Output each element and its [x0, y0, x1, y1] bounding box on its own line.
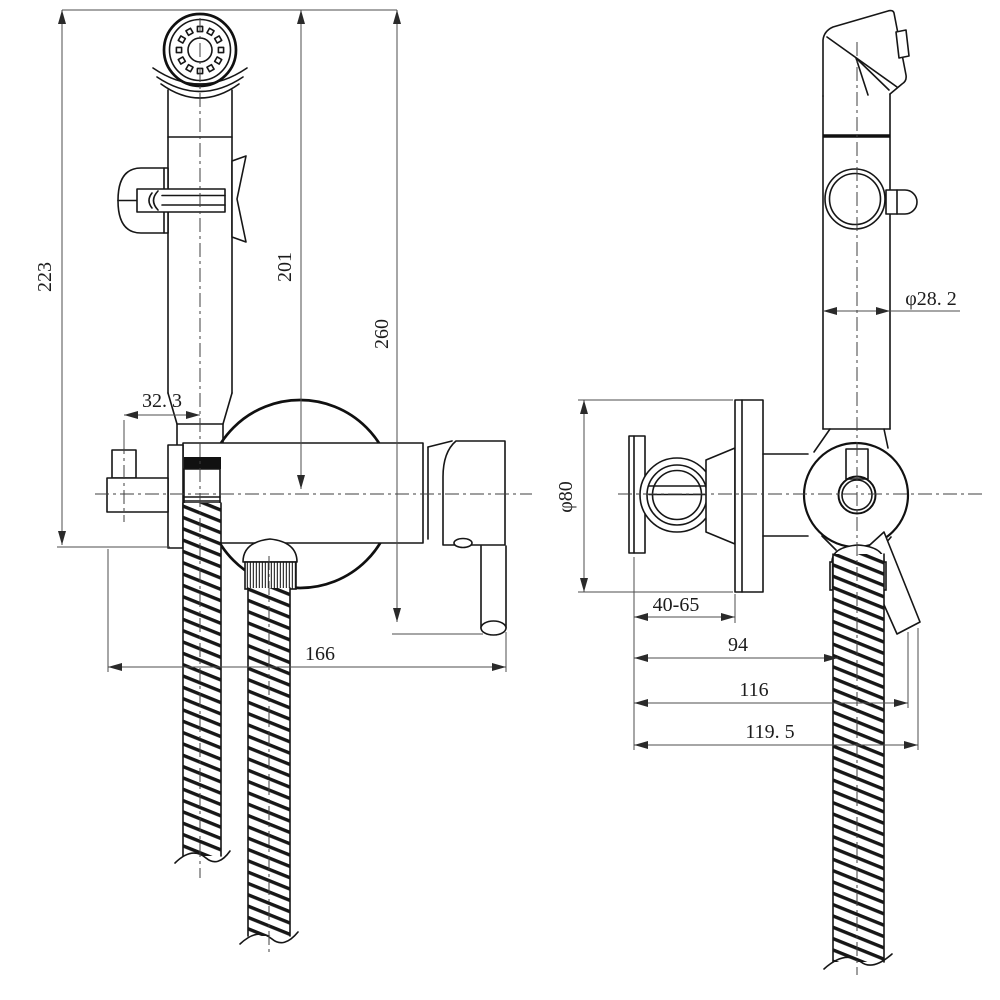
bracket-ring-side [824, 168, 918, 230]
bracket-pin-side [885, 189, 918, 215]
hose-break-line [239, 931, 299, 945]
handle-block [442, 440, 506, 546]
seal-band [184, 457, 221, 469]
shower-hose-right [239, 587, 299, 945]
hose-nut-knurl [244, 561, 297, 590]
dim-116-label: 116 [739, 679, 768, 701]
hose-break-line [823, 953, 893, 970]
dim-223-label: 223 [34, 262, 56, 292]
inlet-cone [705, 447, 736, 545]
dim-phi-28-2-label: φ28. 2 [905, 288, 957, 310]
bracket-cone [231, 155, 247, 243]
wall-plate-side [734, 399, 809, 593]
shower-hose-left [174, 502, 231, 864]
dim-166-label: 166 [305, 643, 335, 665]
front-view [106, 12, 507, 945]
sprayer-tube-front [167, 89, 233, 446]
sprayer-head-side [822, 9, 910, 97]
dim-119-5-label: 119. 5 [745, 721, 794, 743]
flange-plate [167, 444, 184, 549]
dim-260-label: 260 [371, 319, 393, 349]
outlet-block [106, 477, 169, 513]
dim-40-65-label: 40-65 [653, 594, 700, 616]
wall-bracket-front [117, 155, 247, 243]
bracket-pin [136, 188, 226, 213]
hose-break-line [174, 850, 231, 864]
dim-201-label: 201 [274, 252, 296, 282]
hose-connector-upper [183, 468, 221, 504]
head-clip [895, 29, 910, 59]
dim-94-label: 94 [728, 634, 748, 656]
shower-hose-side [823, 553, 893, 970]
handle-lever-front [480, 545, 507, 636]
dim-32-3-label: 32. 3 [142, 390, 182, 412]
valve-body [182, 442, 424, 544]
dim-phi-80-label: φ80 [555, 481, 577, 513]
centerlines [95, 18, 985, 975]
mixer-valve-front [106, 440, 507, 636]
handle-detail [453, 537, 473, 549]
hose-nut-dome [242, 538, 298, 563]
dimension-labels: 223 201 260 32. 3 166 φ28. 2 φ80 40-65 9… [34, 252, 957, 743]
dimension-lines [57, 9, 960, 750]
